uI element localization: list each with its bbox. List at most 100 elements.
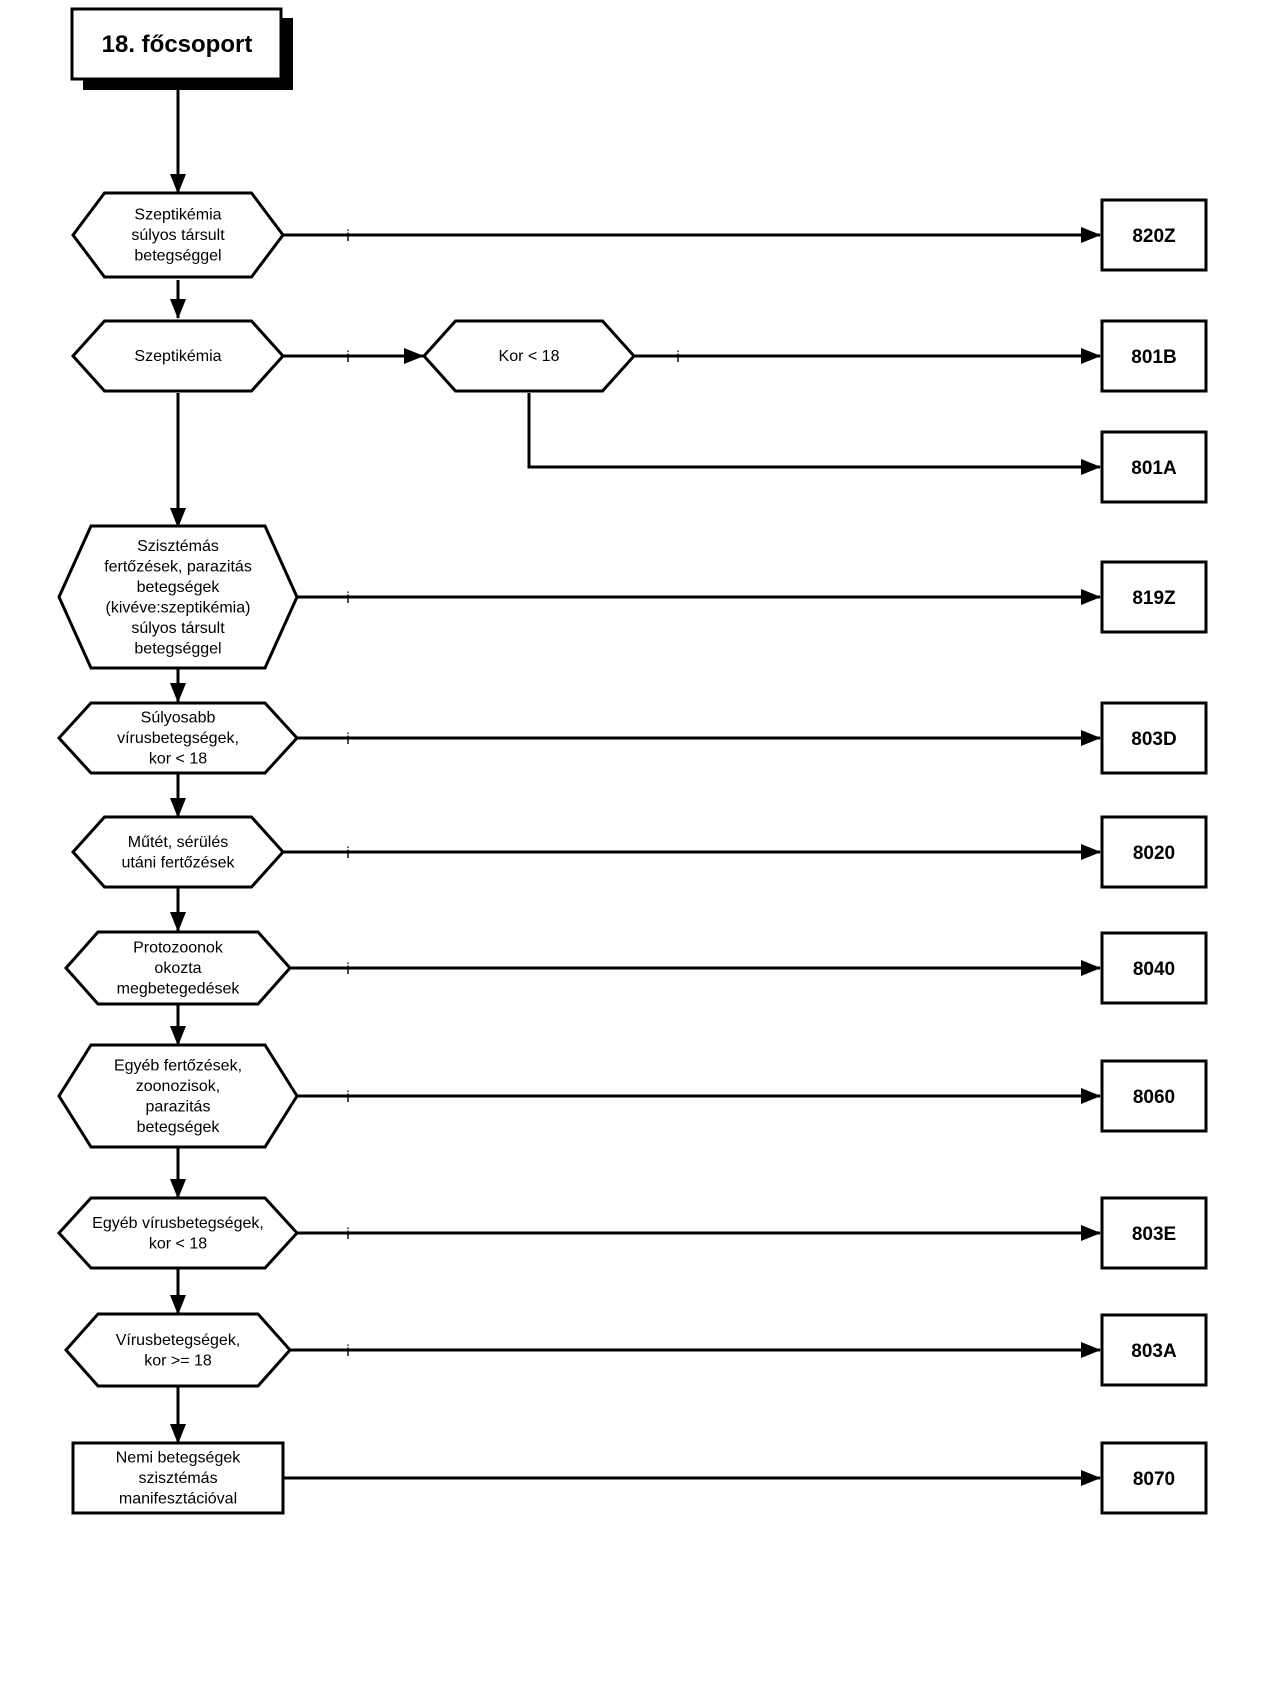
title-box: 18. főcsoport xyxy=(70,7,293,90)
decision-label-line: Egyéb fertőzések, xyxy=(114,1057,242,1074)
decision-hexagon xyxy=(57,524,299,670)
outcome-node: 820Z xyxy=(1100,198,1208,272)
yes-label: i xyxy=(346,228,350,245)
decision-label-line: Protozoonok xyxy=(133,940,224,957)
decision-node: Súlyosabb vírusbetegségek, kor < 18 xyxy=(56,701,300,775)
decision-hexagon xyxy=(57,1043,299,1149)
decision-label-line: fertőzések, parazitás xyxy=(104,558,252,575)
decision-hexagon xyxy=(71,191,285,279)
decision-node: Egyéb fertőzések, zoonozisok, parazitás bet… xyxy=(57,1043,299,1149)
decision-label-line: Vírusbetegségek, xyxy=(116,1332,241,1349)
decision-node: Protozoonok okozta megbetegedések xyxy=(63,930,293,1006)
decision-label-line: súlyos társult xyxy=(131,620,225,637)
yes-label: i xyxy=(346,961,350,978)
outcome-box xyxy=(1100,198,1208,272)
outcome-nodes: 820Z 801B 801A 819Z 803D 8020 8040 8060 803E 803A… xyxy=(1100,198,1208,1515)
decision-node: Szeptikémia súlyos társult betegséggel xyxy=(71,191,285,279)
edge-d2b-to-o3 xyxy=(527,393,1101,475)
decision-hexagon xyxy=(63,1312,293,1388)
outcome-code: 8040 xyxy=(1133,959,1175,980)
decision-node: Vírusbetegségek, kor >= 18 xyxy=(63,1312,293,1388)
decision-node: Kor < 18 xyxy=(421,319,637,393)
decision-label-line: Szeptikémia xyxy=(134,207,221,224)
outcome-box xyxy=(1100,560,1208,634)
decision-node: Egyéb vírusbetegségek, kor < 18 xyxy=(56,1196,300,1270)
decision-label-line: (kivéve:szeptikémia) xyxy=(106,599,251,616)
decision-label-line: Műtét, sérülés xyxy=(128,834,228,851)
outcome-node: 803A xyxy=(1100,1313,1208,1387)
decision-hexagon xyxy=(56,1196,300,1270)
decision-label-line: okozta xyxy=(154,960,201,977)
decision-label-line: kor < 18 xyxy=(149,1235,207,1252)
outcome-node: 801A xyxy=(1100,430,1208,504)
outcome-box xyxy=(1100,430,1208,504)
outcome-code: 819Z xyxy=(1132,588,1176,609)
decision-label-line: vírusbetegségek, xyxy=(117,730,239,747)
outcome-box xyxy=(1100,701,1208,775)
yes-label: i xyxy=(346,845,350,862)
decision-label-line: Egyéb vírusbetegségek, xyxy=(92,1215,264,1232)
yes-label: i xyxy=(346,1343,350,1360)
decision-hexagon xyxy=(70,319,286,393)
page-title: 18. főcsoport xyxy=(102,31,253,58)
decision-label-line: zoonozisok, xyxy=(136,1078,221,1095)
outcome-code: 803A xyxy=(1131,1341,1177,1362)
decision-label-line: betegséggel xyxy=(134,640,221,657)
outcome-node: 803D xyxy=(1100,701,1208,775)
yes-label: i xyxy=(346,1226,350,1243)
decision-node: Nemi betegségek szisztémás manifesztációva… xyxy=(71,1441,285,1515)
process-box xyxy=(71,1441,285,1515)
decision-label-line: utáni fertőzések xyxy=(122,854,236,871)
outcome-code: 803D xyxy=(1131,729,1176,750)
outcome-node: 819Z xyxy=(1100,560,1208,634)
outcome-box xyxy=(1100,931,1208,1005)
outcome-node: 8020 xyxy=(1100,815,1208,889)
decision-label-line: Nemi betegségek xyxy=(116,1450,242,1467)
outcome-box xyxy=(1100,1059,1208,1133)
decision-label-line: betegségek xyxy=(137,1119,221,1136)
outcome-code: 801B xyxy=(1131,347,1176,368)
decision-hexagon xyxy=(421,319,637,393)
decision-hexagon xyxy=(63,930,293,1006)
decision-hexagon xyxy=(70,815,286,889)
decision-node: Műtét, sérülés utáni fertőzések xyxy=(70,815,286,889)
outcome-node: 8040 xyxy=(1100,931,1208,1005)
outcome-code: 8070 xyxy=(1133,1469,1175,1490)
decision-label-line: megbetegedések xyxy=(117,981,241,998)
decision-label-line: kor < 18 xyxy=(149,751,207,768)
yes-label: i xyxy=(346,590,350,607)
decision-label-line: manifesztációval xyxy=(119,1491,237,1508)
decision-label-line: betegségek xyxy=(137,579,221,596)
yes-label: i xyxy=(676,349,680,366)
outcome-node: 803E xyxy=(1100,1196,1208,1270)
decision-label-line: parazitás xyxy=(146,1098,211,1115)
decision-node: Szeptikémia xyxy=(70,319,286,393)
outcome-box xyxy=(1100,1313,1208,1387)
decision-label-line: súlyos társult xyxy=(131,227,225,244)
yes-label: i xyxy=(346,731,350,748)
outcome-box xyxy=(1100,1441,1208,1515)
outcome-node: 801B xyxy=(1100,319,1208,393)
decision-hexagon xyxy=(56,701,300,775)
outcome-box xyxy=(1100,1196,1208,1270)
outcome-code: 8060 xyxy=(1133,1087,1175,1108)
decision-label-line: szisztémás xyxy=(138,1470,217,1487)
outcome-code: 803E xyxy=(1132,1224,1176,1245)
decision-label-line: Szeptikémia xyxy=(134,348,221,365)
decision-label-line: betegséggel xyxy=(134,248,221,265)
outcome-code: 8020 xyxy=(1133,843,1175,864)
outcome-box xyxy=(1100,319,1208,393)
decision-label-line: kor >= 18 xyxy=(144,1352,212,1369)
outcome-box xyxy=(1100,815,1208,889)
decision-label-line: Kor < 18 xyxy=(499,348,560,365)
outcome-node: 8070 xyxy=(1100,1441,1208,1515)
decision-node: Szisztémás fertőzések, parazitás betegsége… xyxy=(57,524,299,670)
decision-label-line: Súlyosabb xyxy=(141,710,216,727)
outcome-node: 8060 xyxy=(1100,1059,1208,1133)
decision-label-line: Szisztémás xyxy=(137,538,219,555)
yes-label: i xyxy=(346,1089,350,1106)
yes-label: i xyxy=(346,349,350,366)
outcome-code: 801A xyxy=(1131,458,1177,479)
